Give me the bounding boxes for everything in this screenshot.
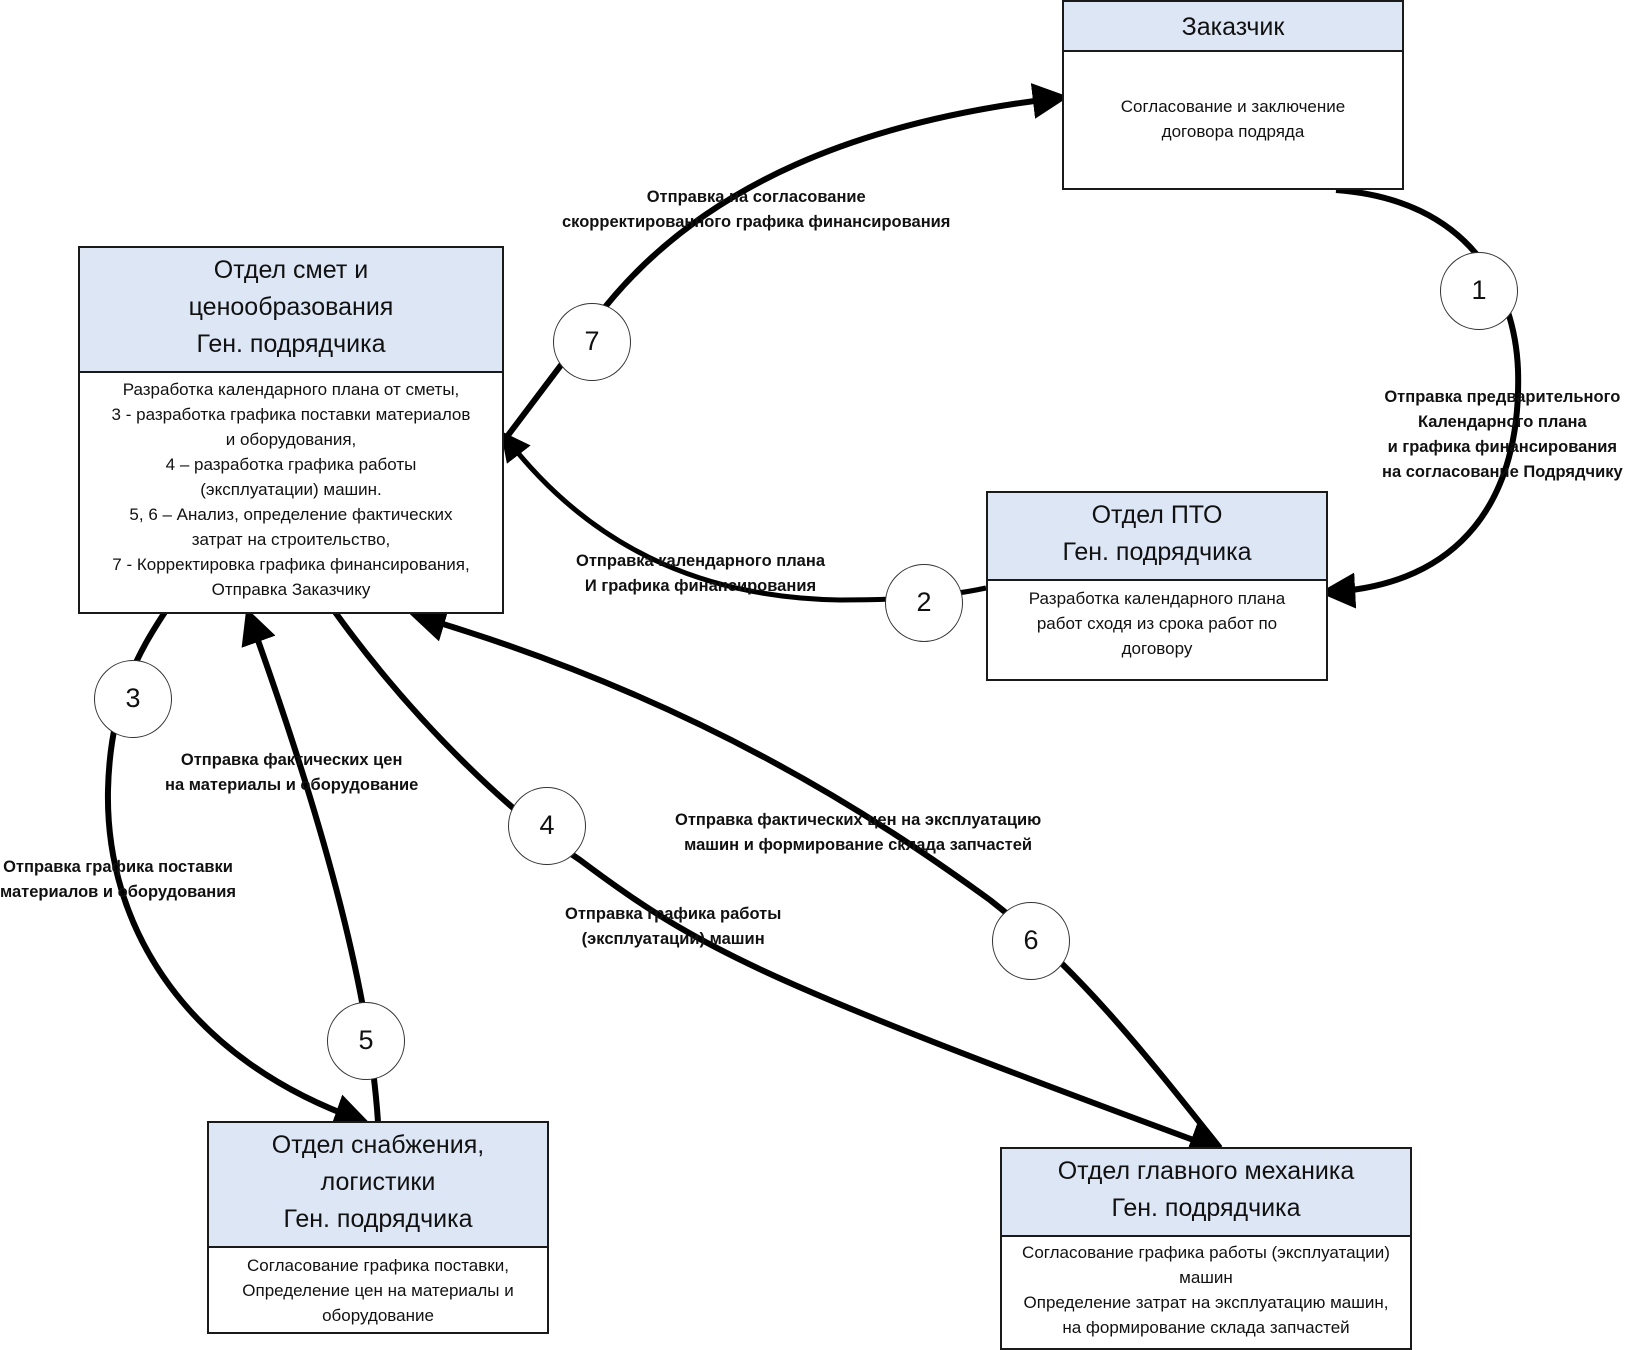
label-step-4: Отправка графика работы (эксплуатации) м… [565,905,782,948]
box-mechanic-body: Согласование графика работы (эксплуатаци… [1022,1243,1390,1337]
box-customer: Заказчик Согласование и заключение догов… [1062,0,1404,190]
step-circle-5: 5 [327,1002,405,1080]
box-pto-body: Разработка календарного плана работ сход… [1028,589,1286,658]
box-estimates-title: Отдел смет и ценообразования Ген. подряд… [80,248,502,373]
step-circle-7: 7 [553,303,631,381]
box-supply-body: Согласование графика поставки, Определен… [242,1256,514,1325]
box-mechanic: Отдел главного механика Ген. подрядчика … [1000,1147,1412,1350]
box-customer-title: Заказчик [1064,2,1402,52]
label-step-6: Отправка фактических цен на эксплуатацию… [675,811,1042,854]
box-supply-title: Отдел снабжения, логистики Ген. подрядчи… [209,1123,547,1248]
box-customer-body: Согласование и заключение договора подря… [1120,97,1346,141]
step-circle-4: 4 [508,787,586,865]
box-estimates: Отдел смет и ценообразования Ген. подряд… [78,246,504,614]
label-step-7: Отправка на согласование скорректированн… [562,188,951,231]
box-estimates-body: Разработка календарного плана от сметы, … [111,380,471,599]
label-step-2: Отправка календарного плана И графика фи… [576,552,825,595]
box-pto: Отдел ПТО Ген. подрядчика Разработка кал… [986,491,1328,681]
label-step-3: Отправка графика поставки материалов и о… [0,858,236,901]
arrow-6-mechanic-to-estimates [409,606,1223,1150]
arrow-1-customer-to-pto [1319,187,1522,609]
box-mechanic-title: Отдел главного механика Ген. подрядчика [1002,1149,1410,1237]
step-circle-3: 3 [94,660,172,738]
arrow-7-estimates-to-customer [503,83,1069,440]
step-circle-2: 2 [885,564,963,642]
box-pto-title: Отдел ПТО Ген. подрядчика [988,493,1326,581]
label-step-5: Отправка фактических цен на материалы и … [165,751,419,794]
step-circle-6: 6 [992,902,1070,980]
step-circle-1: 1 [1440,252,1518,330]
label-step-1: Отправка предварительного Календарного п… [1382,388,1623,481]
box-supply: Отдел снабжения, логистики Ген. подрядчи… [207,1121,549,1334]
arrow-4-estimates-to-mechanic [332,610,1226,1157]
